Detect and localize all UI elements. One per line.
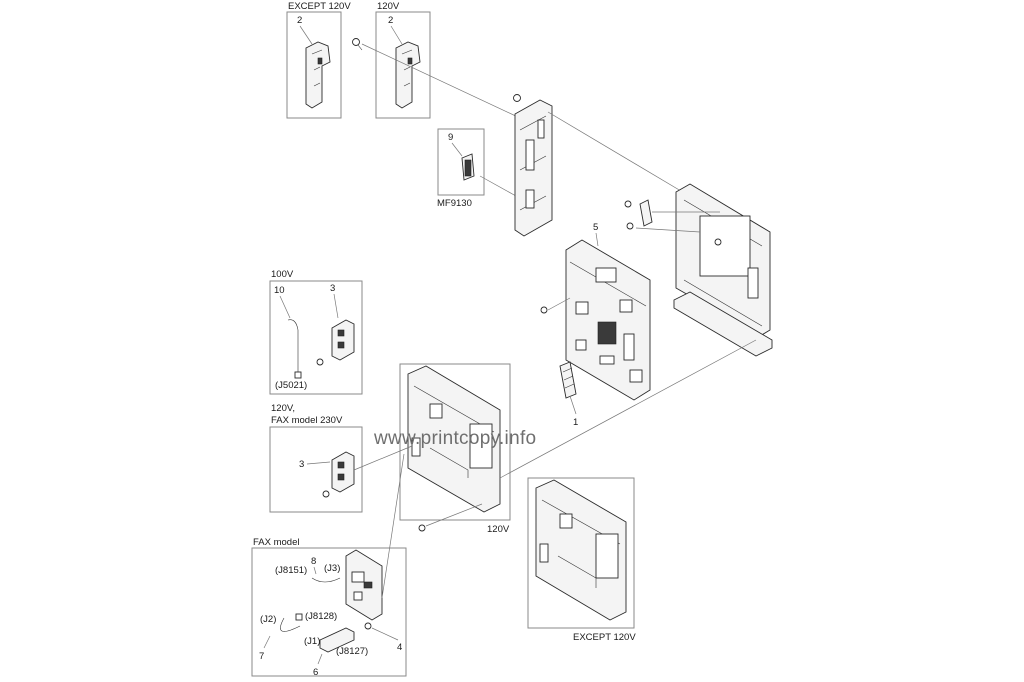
cable-part-7	[280, 617, 301, 632]
inset-label-except-120v: EXCEPT 120V	[288, 1, 351, 12]
inset-label-mf9130: MF9130	[437, 198, 472, 209]
inset-120v-bracket: 120V 2	[375, 1, 431, 119]
callout-10: 10	[274, 285, 285, 296]
inset-fax-model: FAX model 8 (J8151) (J3) (J2) (J8128) 7 …	[251, 537, 407, 678]
inset-frame	[286, 11, 342, 119]
inset-frame	[251, 547, 407, 677]
watermark-text: www.printcopy.info	[373, 428, 536, 449]
callout-4: 4	[397, 642, 402, 653]
inset-100v: 100V 10 (J5021) 3	[269, 269, 363, 395]
bracket-part-2	[395, 41, 421, 109]
inset-frame	[527, 477, 635, 629]
inset-frame	[399, 363, 511, 521]
connector-label-j1: (J1)	[304, 636, 320, 647]
small-bracket	[624, 199, 720, 233]
connector-label-j3: (J3)	[324, 563, 340, 574]
connector-label-j8127: (J8127)	[336, 646, 368, 657]
inset-label-except-120v: EXCEPT 120V	[573, 632, 636, 643]
main-controller-board: 5	[540, 222, 651, 401]
inset-frame	[375, 11, 431, 119]
inset-label-100v: 100V	[271, 269, 294, 280]
part-6	[319, 627, 355, 653]
inset-frame	[437, 128, 485, 196]
connector-label-j2: (J2)	[260, 614, 276, 625]
upper-side-plate	[513, 94, 553, 237]
inset-label-fax-230v: FAX model 230V	[271, 415, 343, 426]
callout-9: 9	[448, 132, 453, 143]
callout-3: 3	[330, 283, 335, 294]
callout-5: 5	[593, 222, 598, 233]
inset-except-120v-bracket: EXCEPT 120V 2	[286, 1, 351, 119]
callout-6: 6	[313, 667, 318, 678]
inset-120v-frame: 120V	[399, 363, 511, 535]
inset-label-fax-model: FAX model	[253, 537, 299, 548]
callout-2: 2	[297, 15, 302, 26]
cable-part-8	[311, 577, 341, 583]
inset-frame	[269, 280, 363, 395]
memory-module-part-1: 1	[559, 361, 578, 428]
rear-frame	[673, 183, 773, 357]
inset-label-120v-comma: 120V,	[271, 403, 295, 414]
cable-part-10	[287, 319, 299, 376]
connector-part-3	[331, 451, 355, 493]
callout-8: 8	[311, 556, 316, 567]
connector-label-j8151: (J8151)	[275, 565, 307, 576]
callout-1: 1	[573, 417, 578, 428]
connector-label-j8128: (J8128)	[305, 611, 337, 622]
inset-label-120v: 120V	[377, 1, 400, 12]
connector-part-3	[331, 319, 355, 361]
callout-2: 2	[388, 15, 393, 26]
inset-label-120v: 120V	[487, 524, 510, 535]
callout-3: 3	[299, 459, 304, 470]
inset-mf9130: 9 MF9130	[437, 128, 485, 209]
inset-except-120v-frame: EXCEPT 120V	[527, 477, 636, 643]
bracket-part-2	[305, 41, 331, 109]
screw	[352, 38, 363, 51]
connector-label-j5021: (J5021)	[275, 380, 307, 391]
callout-7: 7	[259, 651, 264, 662]
inset-frame	[269, 426, 363, 513]
inset-120v-fax-230v: 120V, FAX model 230V 3	[269, 403, 363, 513]
